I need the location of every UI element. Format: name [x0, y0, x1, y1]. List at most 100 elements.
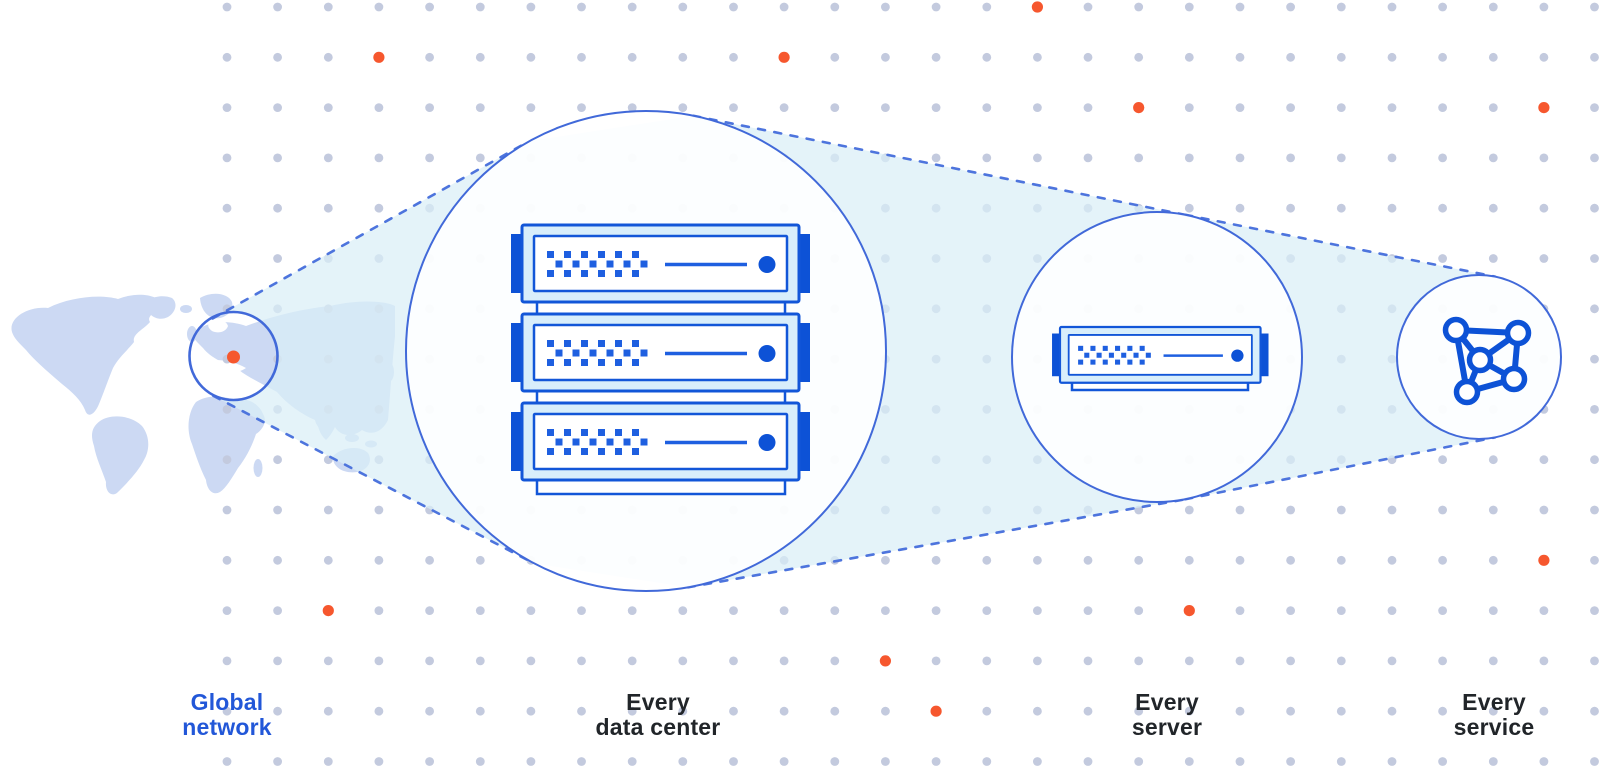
grid-dot [1235, 757, 1245, 766]
grid-dot [222, 153, 232, 163]
grid-dot [1438, 103, 1447, 112]
grid-dot [1387, 203, 1397, 213]
grid-dot [1134, 757, 1144, 766]
grid-dot [881, 52, 890, 62]
grid-dot [374, 606, 384, 615]
grid-dot [425, 706, 434, 716]
grid-dot [323, 52, 333, 62]
grid-dot [1590, 555, 1599, 565]
grid-dot [1336, 103, 1346, 112]
grid-dot [1387, 505, 1397, 515]
grid-dot [1134, 656, 1144, 666]
grid-dot [222, 555, 232, 565]
grid-dot [374, 757, 384, 766]
grid-dot [982, 2, 992, 12]
grid-dot [627, 606, 637, 615]
grid-dot [1184, 656, 1194, 666]
grid-dot [1590, 656, 1599, 666]
grid-dot [1033, 706, 1042, 716]
grid-dot [678, 656, 688, 666]
grid-dot [1488, 203, 1498, 213]
orange-dot [930, 705, 942, 717]
grid-dot [1286, 555, 1295, 565]
grid-dot [627, 757, 637, 766]
grid-dot [830, 2, 840, 12]
grid-dot [931, 52, 941, 62]
grid-dot [425, 555, 434, 565]
grid-dot [1590, 103, 1599, 112]
grid-dot [1590, 254, 1599, 263]
grid-dot [526, 2, 536, 12]
grid-dot [1438, 706, 1447, 716]
network-graph-icon [1442, 316, 1532, 406]
grid-dot [222, 757, 232, 766]
grid-dot [982, 52, 992, 62]
grid-dot [830, 103, 840, 112]
grid-dot [475, 52, 485, 62]
grid-dot [881, 103, 890, 112]
grid-dot [374, 103, 384, 112]
grid-dot [1235, 656, 1245, 666]
grid-dot [577, 606, 586, 615]
grid-dot [526, 103, 536, 112]
grid-dot [1387, 656, 1397, 666]
grid-dot [374, 203, 384, 213]
grid-dot [1134, 2, 1144, 12]
grid-dot [1488, 103, 1498, 112]
grid-dot [1083, 103, 1093, 112]
grid-dot [273, 656, 282, 666]
grid-dot [273, 153, 282, 163]
grid-dot [779, 2, 789, 12]
grid-dot [678, 606, 688, 615]
orange-dot [778, 51, 790, 63]
grid-dot [1488, 153, 1498, 163]
grid-dot [323, 656, 333, 666]
grid-dot [475, 706, 485, 716]
grid-dot [425, 103, 434, 112]
grid-dot [931, 153, 941, 163]
grid-dot [323, 153, 333, 163]
grid-dot [931, 656, 941, 666]
grid-dot [475, 656, 485, 666]
grid-dot [526, 757, 536, 766]
grid-dot [1184, 555, 1194, 565]
grid-dot [1438, 555, 1447, 565]
grid-dot [273, 203, 282, 213]
grid-dot [1336, 606, 1346, 615]
grid-dot [1438, 656, 1447, 666]
grid-dot [273, 103, 282, 112]
grid-dot [1033, 153, 1042, 163]
grid-dot [1590, 455, 1599, 465]
grid-dot [1336, 656, 1346, 666]
grid-dot [729, 2, 738, 12]
grid-dot [1184, 153, 1194, 163]
grid-dot [982, 103, 992, 112]
map-marker-dot [227, 350, 240, 364]
grid-dot [323, 757, 333, 766]
grid-dot [1488, 706, 1498, 716]
grid-dot [1336, 555, 1346, 565]
grid-dot [1033, 52, 1042, 62]
grid-dot [1033, 555, 1042, 565]
grid-dot [1286, 706, 1295, 716]
grid-dot [1184, 757, 1194, 766]
grid-dot [273, 455, 282, 465]
grid-dot [323, 103, 333, 112]
grid-dot [1590, 304, 1599, 314]
grid-dot [577, 52, 586, 62]
grid-dot [475, 606, 485, 615]
grid-dot [425, 2, 434, 12]
grid-dot [1235, 606, 1245, 615]
grid-dot [577, 103, 586, 112]
grid-dot [1336, 153, 1346, 163]
grid-dot [1336, 505, 1346, 515]
grid-dot [323, 2, 333, 12]
grid-dot [222, 656, 232, 666]
grid-dot [475, 555, 485, 565]
grid-dot [1083, 2, 1093, 12]
grid-dot [1184, 2, 1194, 12]
grid-dot [982, 153, 992, 163]
grid-dot [1235, 52, 1245, 62]
grid-dot [1488, 606, 1498, 615]
